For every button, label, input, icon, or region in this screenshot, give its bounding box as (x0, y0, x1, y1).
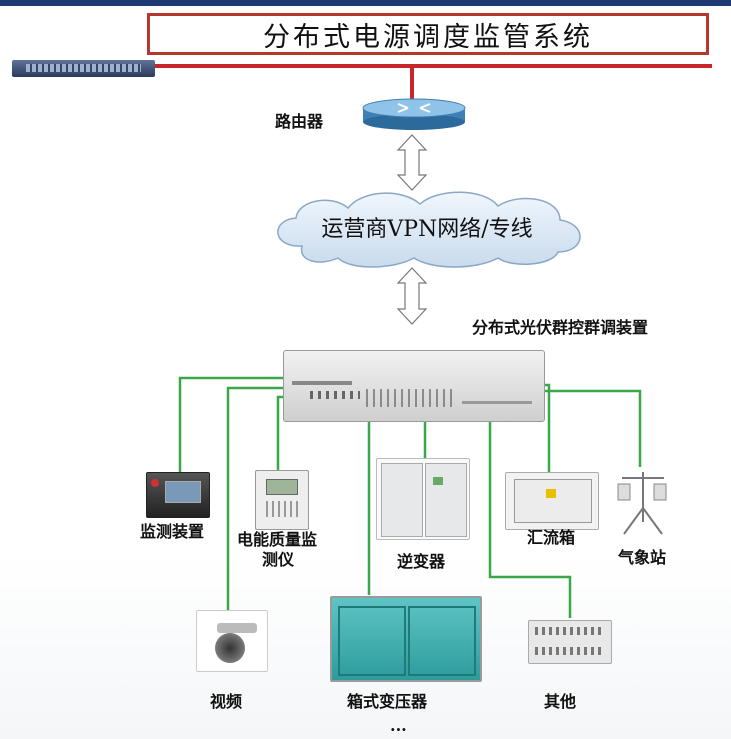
video-label: 视频 (210, 692, 243, 711)
double-arrow-icon (396, 134, 428, 191)
box-transformer-icon (330, 596, 482, 682)
inverter-label: 逆变器 (397, 552, 446, 571)
combiner-box-label: 汇流箱 (527, 528, 576, 547)
wire-monitor (178, 376, 283, 475)
power-quality-label-1: 电能质量监 (237, 530, 318, 549)
router-icon (362, 98, 466, 130)
weather-station-label: 气象站 (618, 548, 667, 567)
controller-label: 分布式光伏群控群调装置 (472, 318, 649, 337)
box-transformer-label: 箱式变压器 (347, 692, 428, 711)
other-device-icon (528, 620, 612, 664)
network-switch-icon (12, 60, 155, 77)
wire-video (226, 386, 283, 612)
ellipsis-label: ... (390, 716, 407, 735)
top-banner (0, 0, 731, 6)
other-label: 其他 (544, 692, 577, 711)
camera-icon (196, 610, 268, 672)
power-quality-label-2: 测仪 (262, 550, 295, 569)
inverter-icon (376, 458, 470, 540)
weather-station-icon (617, 472, 667, 535)
cloud-label: 运营商VPN网络/专线 (321, 217, 533, 242)
double-arrow-icon (396, 267, 428, 325)
cloud-icon (277, 191, 581, 268)
power-quality-meter-icon (255, 470, 309, 530)
wire-other (488, 418, 572, 618)
router-label: 路由器 (275, 112, 324, 131)
combiner-box-icon (505, 472, 599, 530)
wire-power-quality (276, 395, 283, 470)
monitor-label: 监测装置 (140, 522, 205, 541)
system-title: 分布式电源调度监管系统 (147, 13, 709, 55)
wire-weather (540, 389, 642, 467)
monitor-device-icon (146, 472, 210, 518)
controller-device-icon (283, 350, 545, 422)
